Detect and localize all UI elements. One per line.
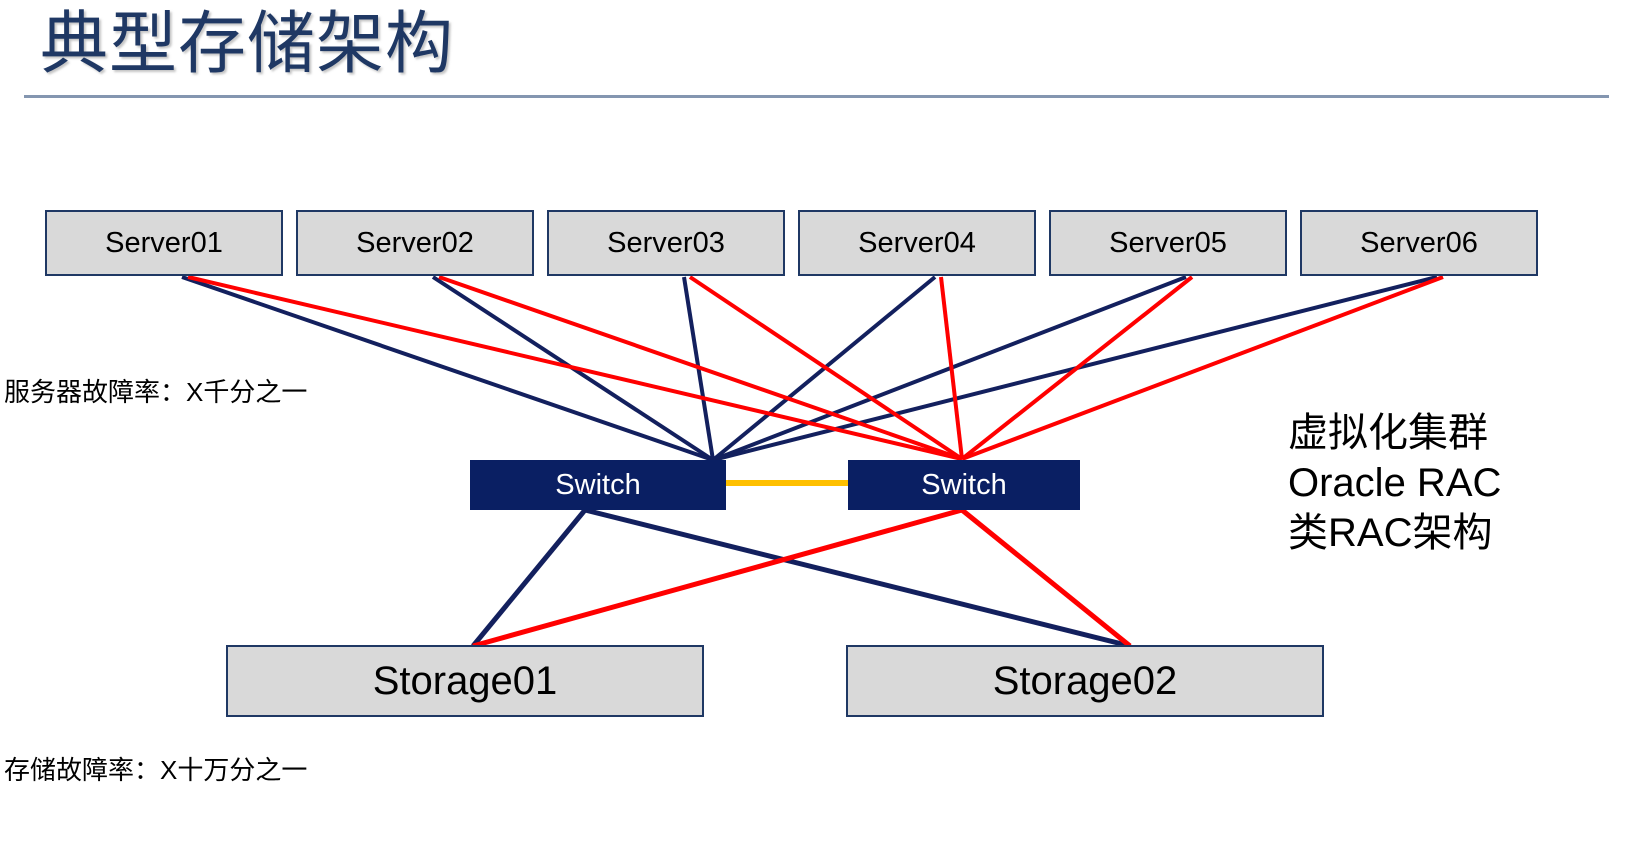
architecture-note-line-3: 类RAC架构 [1288, 511, 1493, 555]
node-server04-label: Server04 [858, 226, 976, 259]
server-to-right-switch-links [187, 275, 1444, 461]
right-switch-to-storage-links [472, 507, 1132, 649]
storage-failure-rate-note: 存储故障率：X十万分之一 [4, 755, 308, 785]
node-server05-label: Server05 [1109, 226, 1227, 259]
node-storage02[interactable]: Storage02 [846, 645, 1324, 717]
node-server01[interactable]: Server01 [45, 210, 283, 276]
link-right-switch-to-storage01 [472, 507, 963, 649]
node-server03-label: Server03 [607, 226, 725, 259]
server-to-left-switch-links [181, 275, 1438, 462]
architecture-note-line-1: 虚拟化集群 [1288, 411, 1488, 455]
link-right-switch-to-storage02 [960, 508, 1132, 648]
node-server01-label: Server01 [105, 226, 223, 259]
title-divider [24, 95, 1609, 98]
link-left-switch-to-storage01 [471, 508, 587, 648]
node-server06-label: Server06 [1360, 226, 1478, 259]
node-server06[interactable]: Server06 [1300, 210, 1538, 276]
node-server02-label: Server02 [356, 226, 474, 259]
node-server04[interactable]: Server04 [798, 210, 1036, 276]
page-title: 典型存储架构 [40, 6, 455, 82]
node-server05[interactable]: Server05 [1049, 210, 1287, 276]
node-server03[interactable]: Server03 [547, 210, 785, 276]
architecture-note-block: 虚拟化集群 Oracle RAC 类RAC架构 [1288, 408, 1501, 558]
link-server6-to-right-switch [961, 275, 1444, 461]
link-server1-to-right-switch [187, 275, 963, 461]
server-failure-rate-note: 服务器故障率：X千分之一 [4, 377, 308, 407]
left-switch-to-storage-links [471, 507, 1131, 649]
node-switch-left-label: Switch [555, 468, 641, 501]
link-server1-to-left-switch [181, 275, 714, 462]
node-switch-right[interactable]: Switch [848, 460, 1080, 510]
node-switch-left[interactable]: Switch [470, 460, 726, 510]
node-storage01[interactable]: Storage01 [226, 645, 704, 717]
node-storage02-label: Storage02 [992, 658, 1178, 703]
node-server02[interactable]: Server02 [296, 210, 534, 276]
link-server5-to-right-switch [960, 275, 1194, 461]
link-server4-to-right-switch [939, 276, 964, 460]
node-storage01-label: Storage01 [372, 658, 558, 703]
architecture-note-line-2: Oracle RAC [1288, 461, 1502, 505]
link-server3-to-right-switch [688, 275, 964, 461]
link-server5-to-left-switch [712, 275, 1187, 462]
node-switch-right-label: Switch [921, 468, 1007, 501]
link-server2-to-right-switch [438, 275, 963, 461]
link-left-switch-to-storage02 [584, 507, 1131, 649]
